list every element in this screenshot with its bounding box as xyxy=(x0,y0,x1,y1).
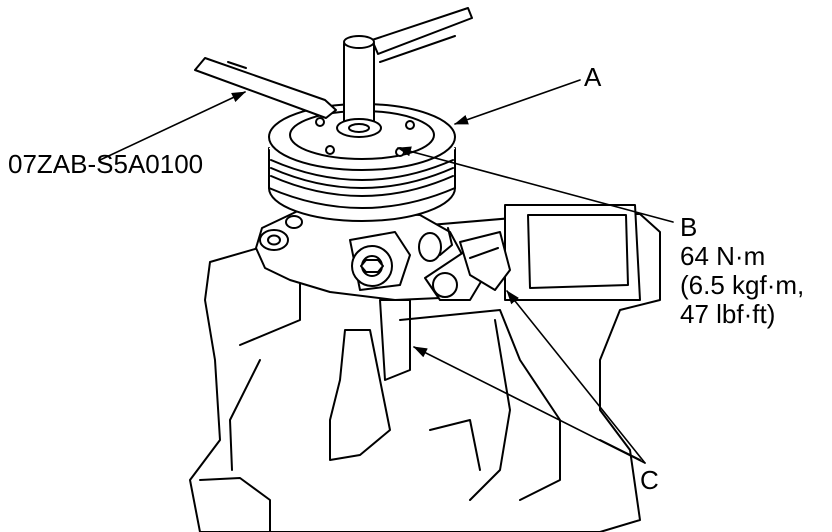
leader-lines xyxy=(99,79,674,464)
label-special-tool: 07ZAB-S5A0100 xyxy=(8,149,204,179)
label-a: A xyxy=(584,62,602,92)
special-tool-07ZAB xyxy=(194,7,473,138)
label-c: C xyxy=(640,465,659,495)
torque-kgfm: (6.5 kgf·m, xyxy=(680,270,805,300)
torque-nm: 64 N·m xyxy=(680,241,766,271)
label-b: B xyxy=(680,212,698,242)
label-b-block: B 64 N·m (6.5 kgf·m, 47 lbf·ft) xyxy=(680,213,804,329)
torque-lbfft: 47 lbf·ft) xyxy=(680,299,776,329)
pump-body xyxy=(255,209,511,301)
